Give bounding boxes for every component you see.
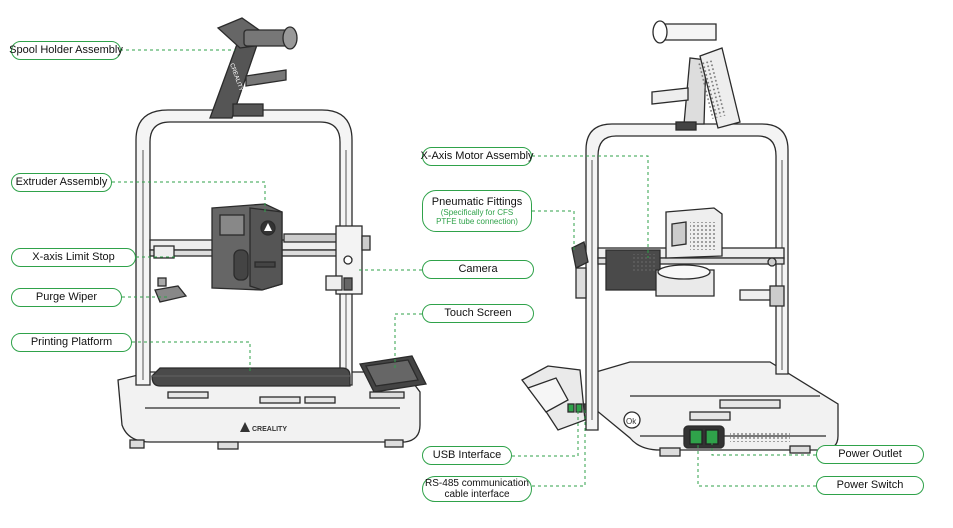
back-printer: Ok <box>521 20 839 457</box>
pneumatic-title: Pneumatic Fittings <box>431 195 523 208</box>
label-printing-platform: Printing Platform <box>11 333 132 352</box>
pneumatic-note-2: PTFE tube connection) <box>436 217 518 227</box>
pneumatic-note-1: (Specifically for CFS <box>440 207 514 217</box>
pneumatic-fitting <box>571 241 589 269</box>
label-spool-holder: Spool Holder Assembly <box>9 41 123 60</box>
label-x-axis-limit-stop: X-axis Limit Stop <box>11 248 136 267</box>
camera-badge: Ok <box>626 417 637 426</box>
label-rs485: RS-485 communication cable interface <box>422 476 532 502</box>
back-spool-holder <box>651 20 741 131</box>
front-logo: CREALITY <box>252 426 287 433</box>
label-x-axis-motor: X-Axis Motor Assembly <box>420 147 534 166</box>
rs485-line-1: RS-485 communication <box>425 478 529 489</box>
front-base <box>117 371 421 443</box>
back-extruder <box>655 207 723 297</box>
label-power-outlet: Power Outlet <box>816 445 924 464</box>
label-camera: Camera <box>422 260 534 279</box>
purge-wiper-part <box>154 285 188 303</box>
front-extruder <box>211 203 283 291</box>
label-pneumatic-fittings: Pneumatic Fittings (Specifically for CFS… <box>422 190 532 232</box>
front-platform <box>151 367 351 387</box>
label-purge-wiper: Purge Wiper <box>11 288 122 307</box>
front-touch-screen <box>359 355 427 399</box>
leader-lines <box>112 49 816 487</box>
front-printer: CREALITY <box>117 17 427 450</box>
label-extruder-assembly: Extruder Assembly <box>11 173 112 192</box>
rs485-line-2: cable interface <box>444 489 510 500</box>
label-power-switch: Power Switch <box>816 476 924 495</box>
front-spool-holder: CREALITY <box>209 17 298 119</box>
label-usb-interface: USB Interface <box>422 446 512 465</box>
label-touch-screen: Touch Screen <box>422 304 534 323</box>
back-frame <box>585 123 789 431</box>
front-camera <box>325 225 371 295</box>
